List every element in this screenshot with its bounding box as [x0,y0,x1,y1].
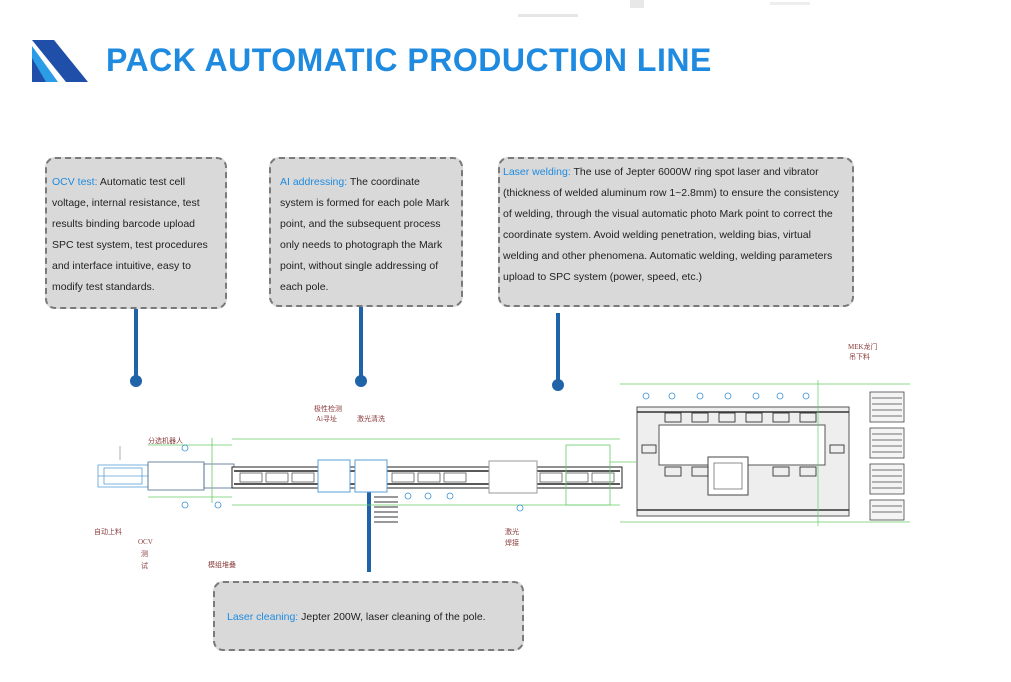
side-stack [374,496,398,523]
main-conveyor [231,438,623,506]
callout-ocv-keyword: OCV test: [52,176,98,188]
label-unload-b: 吊下料 [849,352,870,361]
page-title: PACK AUTOMATIC PRODUCTION LINE [106,42,712,78]
label-module-stack: 模组堆叠 [208,560,236,569]
top-edge-marks [518,0,810,17]
infeed-section [97,438,235,503]
callout-ocv-test: OCV test: Automatic test cell voltage, i… [45,157,227,309]
callout-connectors [130,307,564,572]
callout-clean-keyword: Laser cleaning: [227,611,299,623]
label-ocv-c: 试 [141,561,148,570]
label-ocv-b: 测 [141,550,148,558]
outer-rails [620,380,910,526]
label-polarity-a: 极性检测 [314,404,342,413]
label-polarity-b: Ai寻址 [316,414,337,423]
conveyor-cells [239,472,615,483]
callout-clean-text: Jepter 200W, laser cleaning of the pole. [298,611,486,623]
callout-laser-cleaning: Laser cleaning: Jepter 200W, laser clean… [213,581,524,651]
unload-stacks [869,391,905,521]
transfer-frame [565,444,636,506]
label-unload-a: MEK龙门 [848,342,878,351]
label-auto-load: 自动上料 [94,527,122,536]
callout-ai-addressing: AI addressing: The coordinate system is … [269,157,463,307]
callout-ocv-text: Automatic test cell voltage, internal re… [52,176,208,293]
callout-ai-keyword: AI addressing: [280,176,348,188]
label-laser-weld-a: 激光 [505,527,519,536]
label-ocv-a: OCV [138,538,153,546]
stations [317,459,538,494]
callout-laser-text: The use of Jepter 6000W ring spot laser … [503,166,839,283]
label-robot: 分选机器人 [148,436,183,445]
callout-ai-text: The coordinate system is formed for each… [280,176,450,293]
operator-markers [181,392,810,512]
welding-loop [636,406,850,517]
brand-logo [32,40,88,82]
callout-laser-welding: Laser welding: The use of Jepter 6000W r… [498,157,854,307]
callout-laser-keyword: Laser welding: [503,166,571,178]
label-laser-weld-b: 焊接 [505,538,519,547]
label-laser-clean: 激光清洗 [357,414,385,423]
loop-fixtures [641,412,845,477]
